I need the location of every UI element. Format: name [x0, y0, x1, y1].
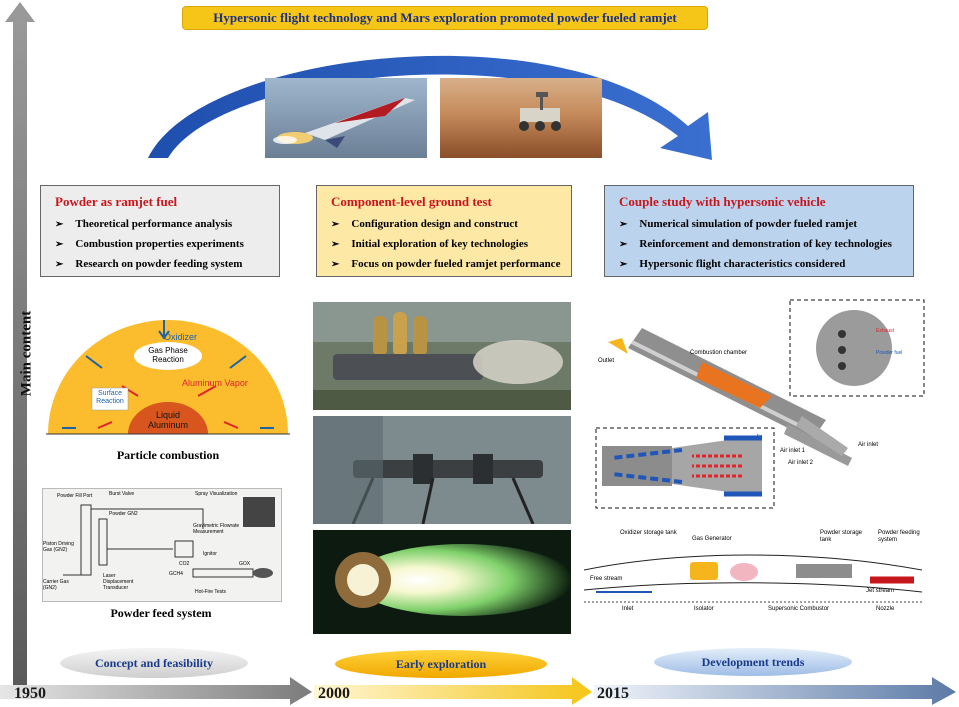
year-2000: 2000 [318, 685, 350, 702]
gas-phase-label: Gas Phase Reaction [148, 346, 188, 364]
stage-item: Configuration design and construct [331, 218, 561, 230]
combustion-chamber-label: Combustion chamber [690, 350, 748, 356]
scramjet-drawing [584, 554, 922, 603]
stage-heading: Powder as ramjet fuel [55, 194, 178, 209]
ground-test-photo-1 [313, 302, 571, 410]
feed-label: Piston Driving Gas (GN2) [43, 541, 74, 553]
oxidizer-tank-label: Oxidizer storage tank [620, 530, 677, 536]
powder-fuel-label: Powder fuel [876, 350, 903, 356]
air-inlet-label: Air inlet [858, 442, 879, 448]
powder-feed-drawing [63, 497, 275, 578]
feed-label: Ignitor [203, 551, 217, 557]
powder-ramjet-illustration: Combustion chamber Outlet Air inlet Air … [592, 298, 930, 512]
inlet-label: Inlet [622, 606, 634, 612]
aluminum-vapor-label: Aluminum Vapor [182, 378, 248, 388]
feed-label: CO2 [179, 561, 190, 567]
gas-generator-label: Gas Generator [692, 536, 732, 542]
exhaust-label: Exhaust [876, 328, 895, 334]
stage-box-exploration: Component-level ground test Configuratio… [316, 185, 572, 277]
air-label: Air [756, 434, 763, 440]
combustor-label: Supersonic Combustor [768, 606, 830, 612]
feed-label: GCH4 [169, 571, 183, 577]
feed-label: Burst Valve [109, 491, 135, 497]
surface-reaction-label: Surface Reaction [96, 390, 124, 405]
ramjet-drawing [595, 299, 925, 509]
year-1950: 1950 [14, 685, 46, 702]
scramjet-schematic: Oxidizer storage tank Gas Generator Powd… [584, 530, 922, 626]
stage-box-trends: Couple study with hypersonic vehicle Num… [604, 185, 914, 277]
vertical-axis-arrow [5, 2, 35, 690]
diagram-title: Hypersonic flight technology and Mars ex… [182, 6, 708, 30]
powder-feeding-label: Powder feeding system [878, 530, 920, 543]
axis-label: Main content [18, 310, 35, 397]
isolator-label: Isolator [694, 606, 714, 612]
ground-test-photo-3 [313, 530, 571, 634]
powder-feed-caption: Powder feed system [110, 606, 212, 620]
powder-feed-diagram: Powder Fill Port Burst Valve Spray Visua… [42, 488, 282, 602]
air-inlet-2-label: Air inlet 2 [788, 460, 814, 466]
oxidizer-label: Oxidizer [164, 332, 198, 342]
feed-label: Laser Displacement Transducer [103, 573, 134, 591]
stage-box-concept: Powder as ramjet fuel Theoretical perfor… [40, 185, 280, 277]
stage-item: Focus on powder fueled ramjet performanc… [331, 258, 561, 270]
hypersonic-vehicle-image [265, 78, 427, 158]
outlet-label: Outlet [598, 358, 615, 364]
feed-label: Powder Fill Port [57, 493, 93, 499]
powder-tank-label: Powder storage tank [820, 530, 863, 543]
feed-label: Spray Visualization [195, 491, 238, 497]
year-2015: 2015 [597, 685, 629, 702]
stage-item: Theoretical performance analysis [55, 218, 269, 230]
phase-early: Early exploration [335, 650, 547, 678]
feed-label: Carrier Gas (GN2) [43, 579, 69, 591]
stage-item: Combustion properties experiments [55, 238, 269, 250]
mars-rover-image [440, 78, 602, 158]
feed-label: Gravimetric Flowrate Measurement [193, 523, 240, 535]
feed-label: GOX [239, 561, 251, 567]
jet-stream-label: Jet stream [866, 588, 895, 594]
phase-concept: Concept and feasibility [60, 648, 248, 678]
stage-item: Numerical simulation of powder fueled ra… [619, 218, 903, 230]
stage-heading: Component-level ground test [331, 194, 492, 209]
particle-combustion-caption: Particle combustion [116, 448, 220, 462]
particle-combustion-diagram: Oxidizer Gas Phase Reaction Aluminum Vap… [46, 318, 290, 436]
air-inlet-1-label: Air inlet 1 [780, 448, 806, 454]
stage-item: Reinforcement and demonstration of key t… [619, 238, 903, 250]
stage-item: Hypersonic flight characteristics consid… [619, 258, 903, 270]
liquid-aluminum-label: Liquid Aluminum [147, 410, 188, 430]
particle-combustion-drawing [46, 320, 290, 435]
timeline-arrow [0, 677, 956, 705]
stage-heading: Couple study with hypersonic vehicle [619, 194, 826, 209]
feed-label: Hot-Fire Tests [195, 589, 227, 595]
ground-test-photo-2 [313, 416, 571, 524]
stage-item: Initial exploration of key technologies [331, 238, 561, 250]
feed-label: Powder GN2 [109, 511, 138, 517]
free-stream-label: Free stream [590, 576, 623, 582]
phase-trends: Development trends [654, 648, 852, 676]
nozzle-label: Nozzle [876, 606, 895, 612]
stage-item: Research on powder feeding system [55, 258, 269, 270]
